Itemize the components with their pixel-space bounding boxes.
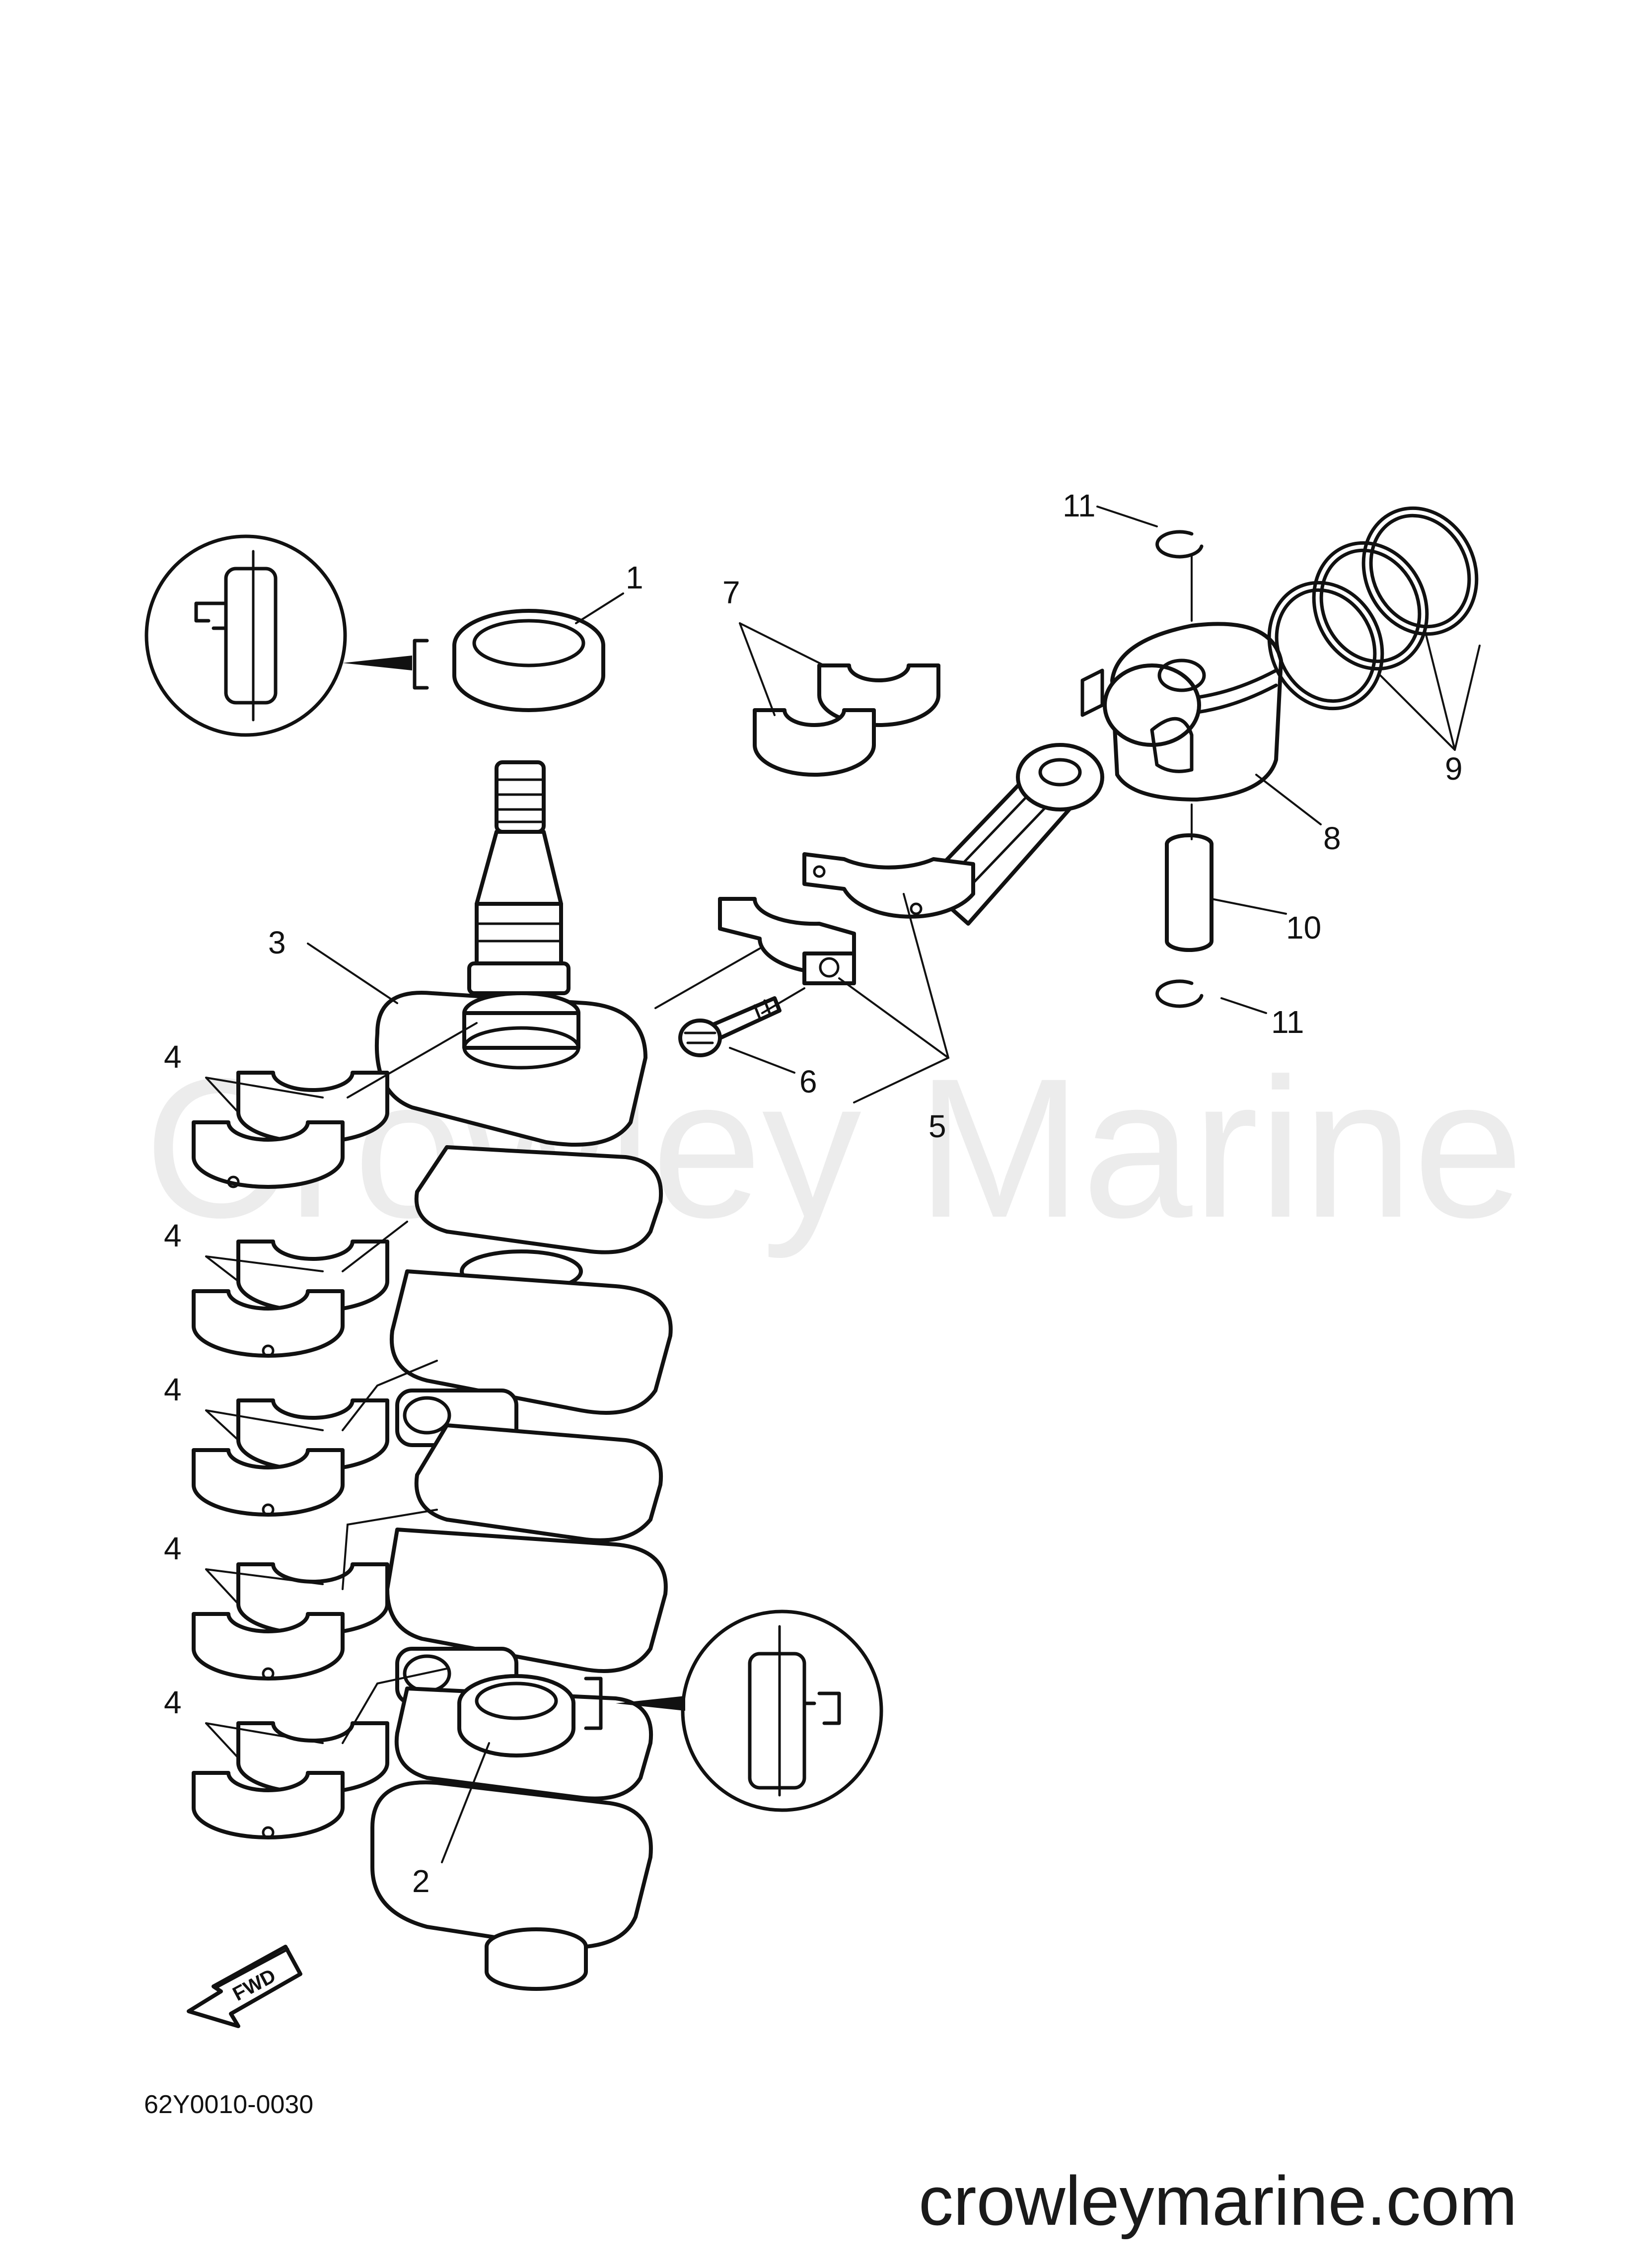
piston <box>1080 622 1283 802</box>
callout-2: 2 <box>412 1863 430 1899</box>
callout-11-bottom: 11 <box>1271 1004 1304 1040</box>
detail-circle-bottom <box>584 1610 883 1812</box>
fwd-arrow-icon: FWD <box>187 1945 302 2028</box>
main-bearing-1 <box>192 1071 389 1189</box>
site-footer: crowleymarine.com <box>919 2162 1517 2240</box>
callout-3: 3 <box>268 925 286 960</box>
callout-4a: 4 <box>164 1039 182 1075</box>
part-number: 62Y0010-0030 <box>144 2090 313 2119</box>
callout-10: 10 <box>1286 910 1321 946</box>
callout-1: 1 <box>626 560 643 595</box>
callout-5: 5 <box>928 1108 946 1144</box>
leader-lines <box>205 506 1481 1863</box>
circlip-top <box>1155 530 1204 559</box>
main-bearing-2 <box>192 1240 389 1358</box>
callout-7: 7 <box>722 575 740 610</box>
piston-rings <box>1267 506 1479 711</box>
callout-4c: 4 <box>164 1372 182 1407</box>
callout-6: 6 <box>799 1064 817 1099</box>
callout-4e: 4 <box>164 1684 182 1720</box>
callout-11-top: 11 <box>1063 488 1095 523</box>
piston-pin <box>1165 833 1214 952</box>
watermark-text: Crowley Marine <box>144 1037 1524 1260</box>
rod-bearing-pair <box>753 663 940 777</box>
callout-8: 8 <box>1323 820 1341 856</box>
main-bearing-5 <box>192 1721 389 1839</box>
crankshaft <box>370 760 673 1991</box>
circlip-bottom <box>1155 979 1204 1008</box>
detail-circle-top <box>144 534 429 737</box>
callout-9: 9 <box>1445 751 1463 787</box>
callout-4b: 4 <box>164 1218 182 1253</box>
callout-numbers: 1 2 3 4 4 4 4 4 5 6 7 8 9 10 11 11 <box>164 488 1463 1899</box>
main-bearing-3 <box>192 1398 389 1517</box>
connecting-rod <box>718 743 1104 985</box>
rod-bolt <box>678 996 782 1057</box>
oil-seal-top <box>452 609 605 712</box>
oil-seal-bottom <box>457 1674 575 1757</box>
callout-4d: 4 <box>164 1531 182 1566</box>
main-bearing-4 <box>192 1562 389 1681</box>
